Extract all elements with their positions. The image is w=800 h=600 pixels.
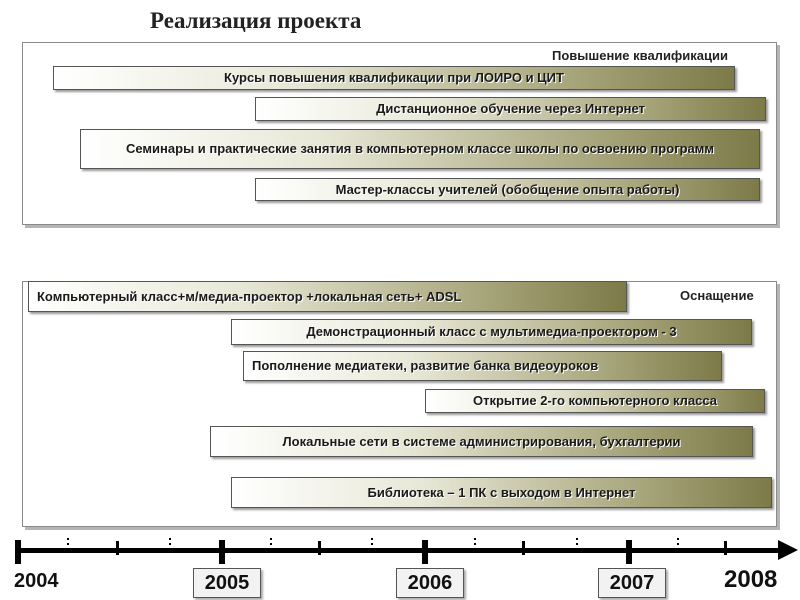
training-panel-label: Повышение квалификации [552,48,729,63]
training-bar-masterclasses: Мастер-классы учителей (обобщение опыта … [255,178,760,201]
timeline-year-2006: 2006 [396,568,464,598]
timeline-tick [724,541,727,555]
timeline-tick [522,541,525,555]
timeline-year-2004: 2004 [14,570,59,592]
training-bar-courses: Курсы повышения квалификации при ЛОИРО и… [53,66,735,90]
timeline-tick [318,541,321,555]
timeline-year-2005: 2005 [193,568,261,598]
training-bar-seminars: Семинары и практические занятия в компью… [80,129,760,169]
equipment-panel-label: Оснащение [680,288,754,303]
equipment-bar-demo-class: Демонстрационный класс с мультимедиа-про… [231,319,752,345]
timeline-arrow-icon [778,540,798,560]
timeline-tick [626,540,632,564]
timeline-year-2007: 2007 [598,568,666,598]
equipment-bar-media-library: Пополнение медиатеки, развитие банка вид… [243,351,722,381]
timeline-tick [169,538,171,552]
timeline-tick [576,538,578,552]
timeline-tick [219,540,225,564]
equipment-bar-local-networks: Локальные сети в системе администрирован… [210,426,753,457]
equipment-bar-library: Библиотека – 1 ПК с выходом в Интернет [231,477,772,508]
timeline-tick [371,538,373,552]
timeline-tick [474,538,476,552]
timeline-axis [15,548,790,553]
timeline-tick [270,538,272,552]
timeline-tick [15,540,21,564]
training-bar-distance: Дистанционное обучение через Интернет [255,97,766,121]
page-title: Реализация проекта [150,8,362,33]
timeline-year-2008: 2008 [724,566,778,593]
timeline-tick [116,541,119,555]
equipment-bar-second-class: Открытие 2-го компьютерного класса [425,389,765,413]
timeline-tick [67,538,69,552]
equipment-bar-computer-class: Компьютерный класс+м/медиа-проектор +лок… [28,281,627,312]
timeline-tick [677,538,679,552]
timeline-tick [422,540,428,564]
